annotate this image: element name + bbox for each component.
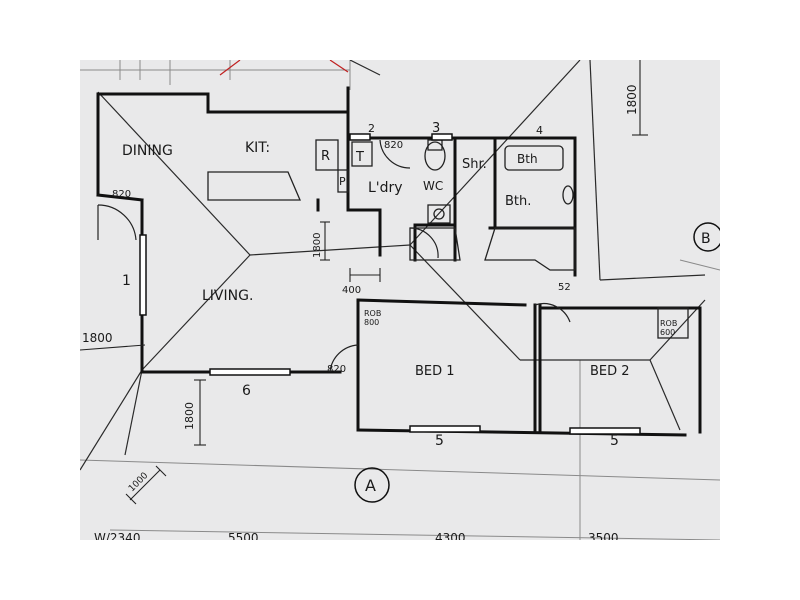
pantry-label: P [339,175,346,188]
kitchen-bench-dim: 1800 [312,233,323,258]
bottom-dim-4: 3500 [588,531,619,540]
window-number-5a: 5 [435,433,444,449]
door-laundry-dim: 820 [384,140,403,151]
shower-label: Shr. [462,157,487,172]
basin [562,185,574,205]
bottom-dim-2: 5500 [228,531,259,540]
windows [139,133,641,435]
bottom-dim-3: 4300 [435,531,466,540]
dimension-lines [80,60,648,505]
bathroom-label: Bth. [505,194,531,209]
laundry-tub [433,208,445,220]
living-label: LIVING. [202,288,253,304]
background-sketch-lines [80,60,720,540]
wall-gap-dim: 400 [342,285,361,296]
window-number-6: 6 [242,383,251,399]
door-dining-dim: 820 [112,189,131,200]
refrigerator-label: R [321,149,330,164]
fixtures-outlines [207,139,689,339]
floor-plan-sheet: DINING KIT: L'dry WC Shr. Bth Bth. LIVIN… [80,60,720,540]
elevation-a-label: A [365,476,376,495]
roof-diagonals [80,60,706,471]
bed2-label: BED 2 [590,364,630,379]
window-number-2: 2 [368,122,375,135]
elevation-b-circle [693,222,720,252]
window-number-4: 4 [536,124,543,137]
door-living-dim: 820 [327,364,346,375]
window-number-1: 1 [122,273,131,289]
tub-label: T [355,150,364,165]
door-bath-dim: 52 [558,282,571,293]
left-wall-dim: 1800 [82,331,113,345]
floor-plan-drawing: DINING KIT: L'dry WC Shr. Bth Bth. LIVIN… [80,60,720,540]
kitchen-label: KIT: [245,140,270,156]
bath-tub-label: Bth [517,152,538,166]
dining-label: DINING [122,143,173,159]
kitchen-island [207,171,301,201]
window-number-5b: 5 [610,433,619,449]
bathtub [504,145,564,171]
window-number-3: 3 [432,121,440,136]
elevation-a-circle [354,467,390,503]
elevation-b-label: B [701,231,711,247]
laundry-label: L'dry [368,180,403,196]
wc-label: WC [423,179,443,193]
red-sketch-marks [219,60,349,76]
front-wall-dim: 1800 [183,402,196,430]
bed1-label: BED 1 [415,364,455,379]
door-swings [97,139,571,373]
toilet [424,141,446,171]
top-right-dim: 1800 [625,84,639,115]
bottom-dim-1: W/2340 [94,531,140,540]
